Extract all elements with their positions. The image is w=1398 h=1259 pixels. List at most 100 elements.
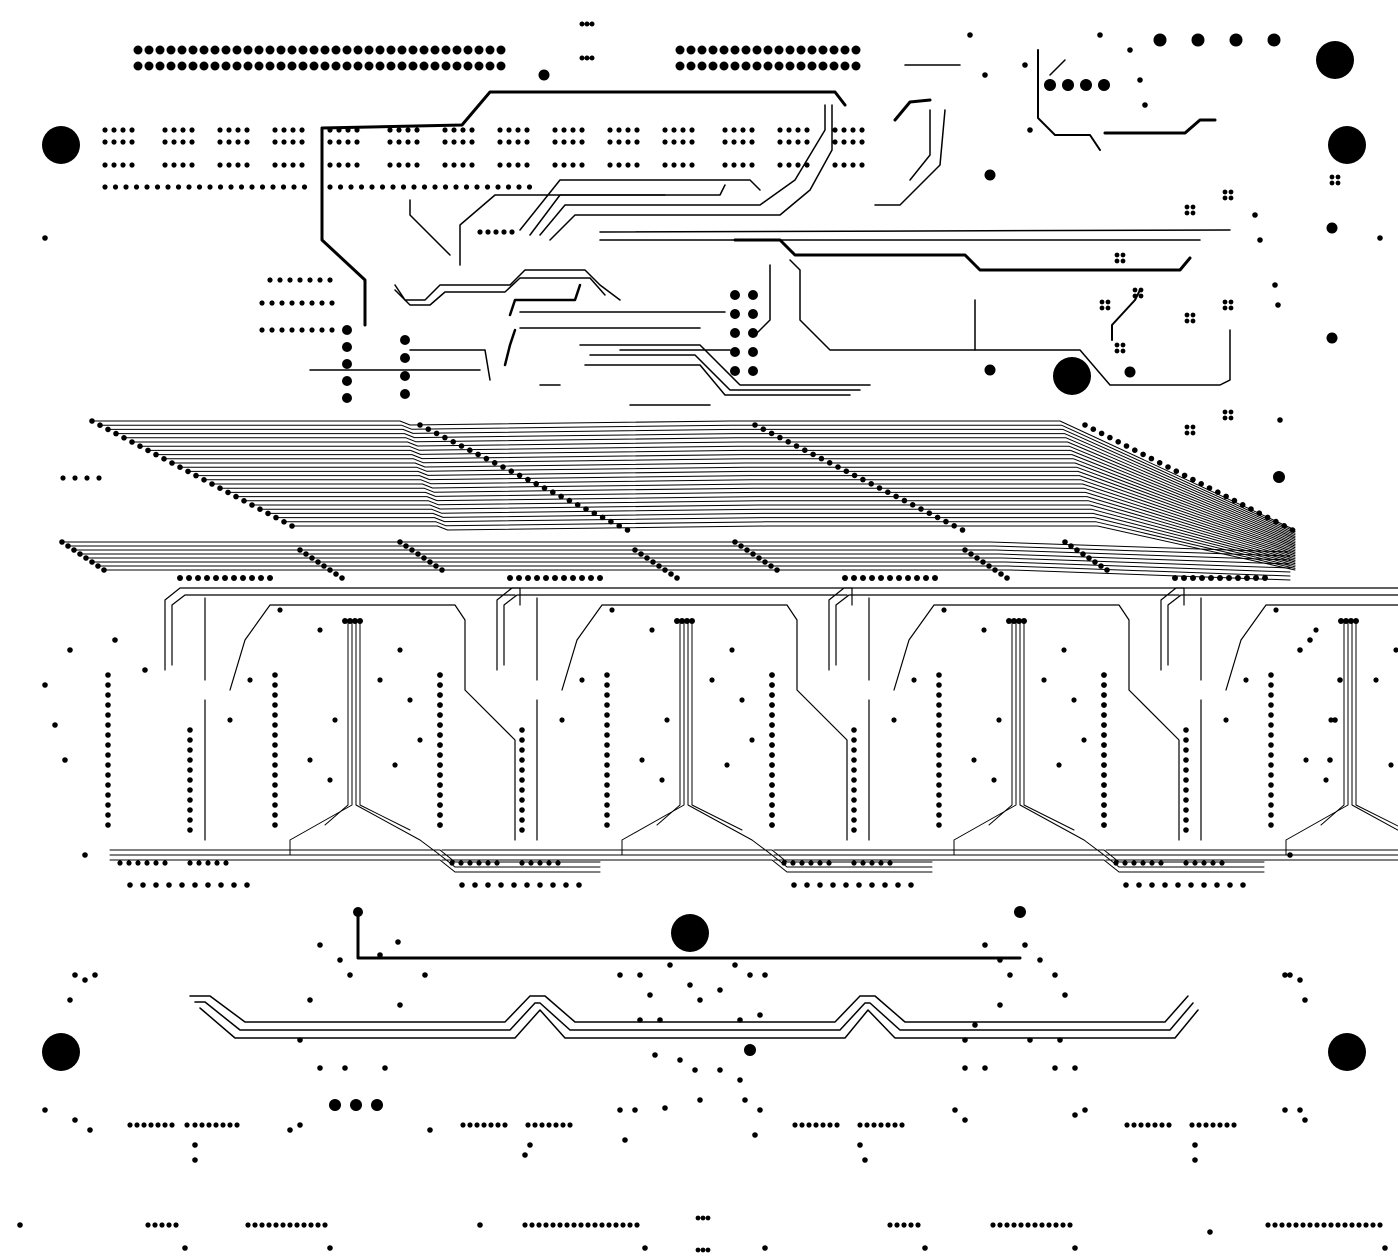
pad <box>192 1122 198 1128</box>
pad <box>396 162 402 168</box>
pad <box>1114 252 1120 258</box>
pad <box>377 952 383 958</box>
pad <box>1268 712 1274 718</box>
pad <box>199 45 209 55</box>
pad <box>675 61 685 71</box>
pad <box>1183 757 1189 763</box>
pad <box>604 802 610 808</box>
mounting-holes <box>42 41 1366 1071</box>
trace <box>109 854 601 868</box>
pad <box>1149 882 1155 888</box>
pad <box>307 757 313 763</box>
pad <box>851 860 857 866</box>
pad <box>180 139 186 145</box>
pad <box>505 184 512 190</box>
pad <box>1184 312 1190 318</box>
pad <box>317 1065 323 1071</box>
pad <box>188 61 198 71</box>
pad <box>1307 637 1313 643</box>
pad <box>309 45 319 55</box>
pad <box>604 692 610 698</box>
pad <box>1196 1122 1202 1128</box>
pad <box>415 551 421 557</box>
pad <box>981 627 987 633</box>
pad <box>1074 547 1080 553</box>
pad <box>477 229 483 235</box>
pad <box>982 942 988 948</box>
pad <box>186 575 192 581</box>
pad <box>923 575 929 581</box>
pad <box>155 45 165 55</box>
pad <box>634 1222 640 1228</box>
pad <box>272 772 278 778</box>
pad <box>189 162 195 168</box>
pad <box>752 61 762 71</box>
pad <box>1090 426 1097 433</box>
pad <box>105 722 111 728</box>
pad <box>1199 575 1205 581</box>
pad <box>634 127 640 133</box>
pad <box>331 61 341 71</box>
pad <box>105 742 111 748</box>
pad <box>604 702 610 708</box>
pad <box>769 732 775 738</box>
pad <box>232 45 242 55</box>
pad <box>732 539 738 545</box>
pad <box>1011 1222 1017 1228</box>
pad <box>1039 1222 1045 1228</box>
pad <box>604 792 610 798</box>
pad <box>748 366 758 376</box>
pad <box>1297 1107 1303 1113</box>
pad <box>1158 860 1164 866</box>
pad <box>358 184 365 190</box>
pad <box>990 1222 996 1228</box>
pad <box>589 21 595 27</box>
pad <box>153 882 159 888</box>
pad <box>543 1222 549 1228</box>
pad <box>1268 692 1274 698</box>
pad <box>553 1122 559 1128</box>
pad <box>752 45 762 55</box>
pad <box>173 1222 179 1228</box>
pad <box>617 1107 623 1113</box>
trace <box>441 859 933 873</box>
pad <box>442 162 448 168</box>
pad <box>584 55 590 61</box>
pad <box>583 506 589 512</box>
pad <box>166 1222 172 1228</box>
pad <box>307 277 313 283</box>
pad <box>1393 647 1398 653</box>
pad <box>851 767 857 773</box>
pad <box>320 61 330 71</box>
pad <box>289 327 295 333</box>
pad <box>396 139 402 145</box>
pad <box>1198 481 1204 487</box>
pad <box>570 139 576 145</box>
pad <box>272 127 278 133</box>
pad <box>129 439 135 445</box>
pad <box>589 55 595 61</box>
pad <box>458 443 465 449</box>
pad <box>441 61 451 71</box>
pad <box>1101 812 1107 818</box>
pad <box>1006 618 1012 624</box>
pad <box>579 55 585 61</box>
trace <box>561 604 848 841</box>
pad <box>842 575 848 581</box>
pad <box>430 45 440 55</box>
pad <box>1268 762 1274 768</box>
pad <box>409 547 415 553</box>
pad <box>1329 180 1335 186</box>
trace <box>131 441 1296 539</box>
pad <box>1268 792 1274 798</box>
pad <box>400 389 410 399</box>
pad <box>144 61 154 71</box>
pad <box>1273 518 1279 525</box>
pad <box>111 127 117 133</box>
pad <box>179 882 185 888</box>
pad <box>1338 618 1344 624</box>
pad <box>519 797 525 803</box>
pad <box>1190 204 1196 210</box>
pad <box>127 882 133 888</box>
pad <box>777 139 783 145</box>
